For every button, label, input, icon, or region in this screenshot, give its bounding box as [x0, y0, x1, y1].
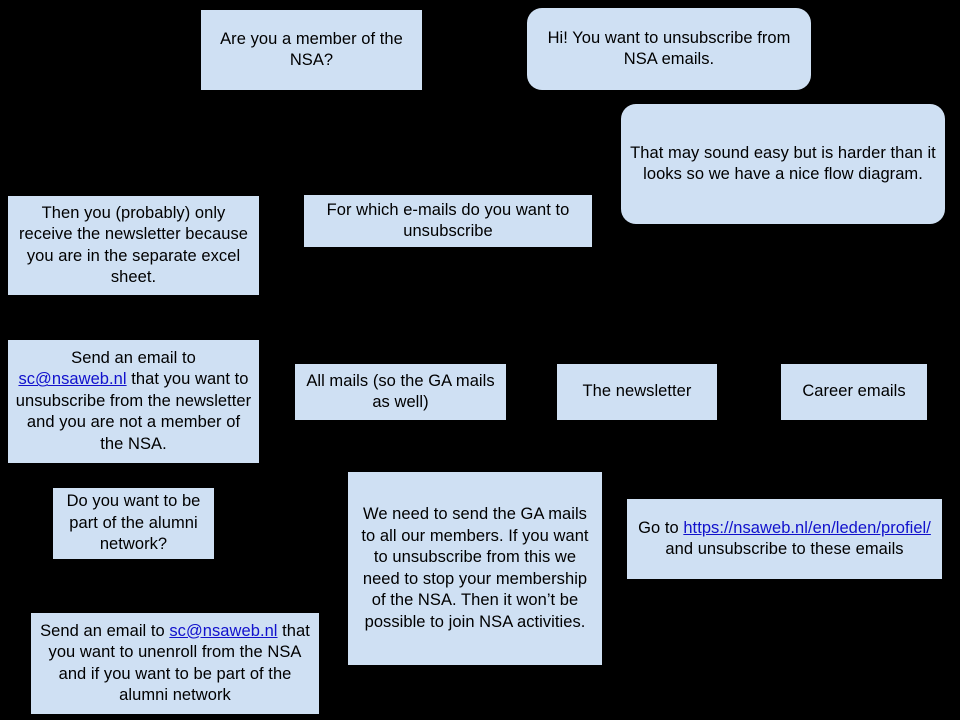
node-all-mails: All mails (so the GA mails as well) — [295, 364, 506, 420]
node-which-emails: For which e-mails do you want to unsubsc… — [304, 195, 592, 247]
node-send-email-unenroll-link-1[interactable]: sc@nsaweb.nl — [169, 621, 278, 640]
node-alumni-question: Do you want to be part of the alumni net… — [53, 488, 214, 559]
node-member-question-text: Are you a member of the NSA? — [220, 29, 403, 70]
node-profile-link-text: Go to https://nsaweb.nl/en/leden/profiel… — [634, 518, 935, 561]
node-all-mails-text: All mails (so the GA mails as well) — [306, 371, 495, 412]
node-send-email-newsletter-link-1[interactable]: sc@nsaweb.nl — [18, 370, 127, 389]
node-harder-than-looks: That may sound easy but is harder than i… — [621, 104, 945, 224]
node-alumni-question-text: Do you want to be part of the alumni net… — [66, 492, 201, 554]
node-ga-mails-info: We need to send the GA mails to all our … — [348, 472, 602, 665]
node-newsletter-only-text: Then you (probably) only receive the new… — [19, 203, 248, 287]
node-greeting: Hi! You want to unsubscribe from NSA ema… — [527, 8, 811, 90]
node-send-email-newsletter-text: Send an email to sc@nsaweb.nl that you w… — [15, 348, 252, 456]
node-profile-link: Go to https://nsaweb.nl/en/leden/profiel… — [627, 499, 942, 579]
node-send-email-unenroll: Send an email to sc@nsaweb.nl that you w… — [31, 613, 319, 714]
node-the-newsletter-text: The newsletter — [582, 382, 692, 401]
node-send-email-newsletter-text-2: that you want to unsubscribe from the ne… — [15, 370, 252, 453]
node-send-email-newsletter-text-0: Send an email to — [71, 348, 196, 367]
node-career-emails: Career emails — [781, 364, 927, 420]
node-career-emails-text: Career emails — [802, 382, 906, 401]
node-send-email-unenroll-text-2: that you want to unenroll from the NSA a… — [48, 621, 310, 705]
node-newsletter-only: Then you (probably) only receive the new… — [8, 196, 259, 295]
node-member-question: Are you a member of the NSA? — [201, 10, 422, 90]
node-greeting-text: Hi! You want to unsubscribe from NSA ema… — [547, 28, 791, 69]
node-profile-link-text-0: Go to — [638, 518, 684, 537]
node-send-email-newsletter: Send an email to sc@nsaweb.nl that you w… — [8, 340, 259, 463]
node-send-email-unenroll-text: Send an email to sc@nsaweb.nl that you w… — [38, 621, 312, 707]
node-ga-mails-info-text: We need to send the GA mails to all our … — [361, 505, 589, 631]
node-profile-link-link-1[interactable]: https://nsaweb.nl/en/leden/profiel/ — [683, 518, 931, 537]
node-profile-link-text-2: and unsubscribe to these emails — [665, 540, 904, 558]
node-the-newsletter: The newsletter — [557, 364, 717, 420]
node-harder-than-looks-text: That may sound easy but is harder than i… — [630, 143, 936, 184]
node-which-emails-text: For which e-mails do you want to unsubsc… — [326, 200, 570, 241]
node-send-email-unenroll-text-0: Send an email to — [40, 621, 170, 640]
